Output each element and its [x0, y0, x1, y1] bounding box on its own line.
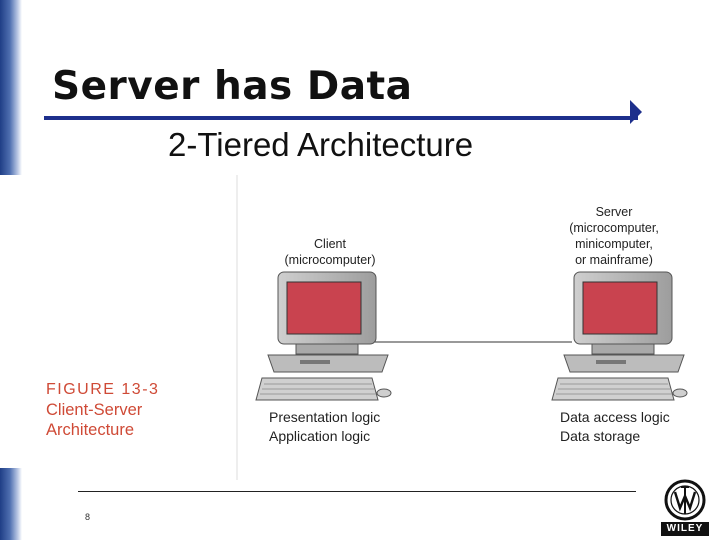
server-logic-label: Data access logic Data storage	[560, 408, 670, 446]
server-label-line4: or mainframe)	[556, 252, 672, 268]
client-label-line2: (microcomputer)	[270, 252, 390, 268]
server-label: Server (microcomputer, minicomputer, or …	[556, 204, 672, 268]
page-number: 8	[85, 512, 90, 522]
footer-divider	[78, 491, 636, 492]
server-label-line1: Server	[556, 204, 672, 220]
figure-caption-line2: Architecture	[46, 420, 159, 440]
server-label-line2: (microcomputer,	[556, 220, 672, 236]
figure-caption: FIGURE 13-3 Client-Server Architecture	[46, 380, 159, 440]
server-logic-line2: Data storage	[560, 427, 670, 446]
wiley-wordmark: WILEY	[661, 522, 709, 536]
client-computer-icon	[256, 272, 391, 400]
wiley-logo: WILEY	[661, 478, 709, 536]
client-label: Client (microcomputer)	[270, 236, 390, 268]
figure-caption-line1: Client-Server	[46, 400, 159, 420]
client-label-line1: Client	[270, 236, 390, 252]
server-computer-icon	[552, 272, 687, 400]
client-logic-line2: Application logic	[269, 427, 380, 446]
server-logic-line1: Data access logic	[560, 408, 670, 427]
client-logic-label: Presentation logic Application logic	[269, 408, 380, 446]
client-logic-line1: Presentation logic	[269, 408, 380, 427]
wiley-emblem-icon	[661, 478, 709, 522]
figure-number: FIGURE 13-3	[46, 380, 159, 400]
server-label-line3: minicomputer,	[556, 236, 672, 252]
